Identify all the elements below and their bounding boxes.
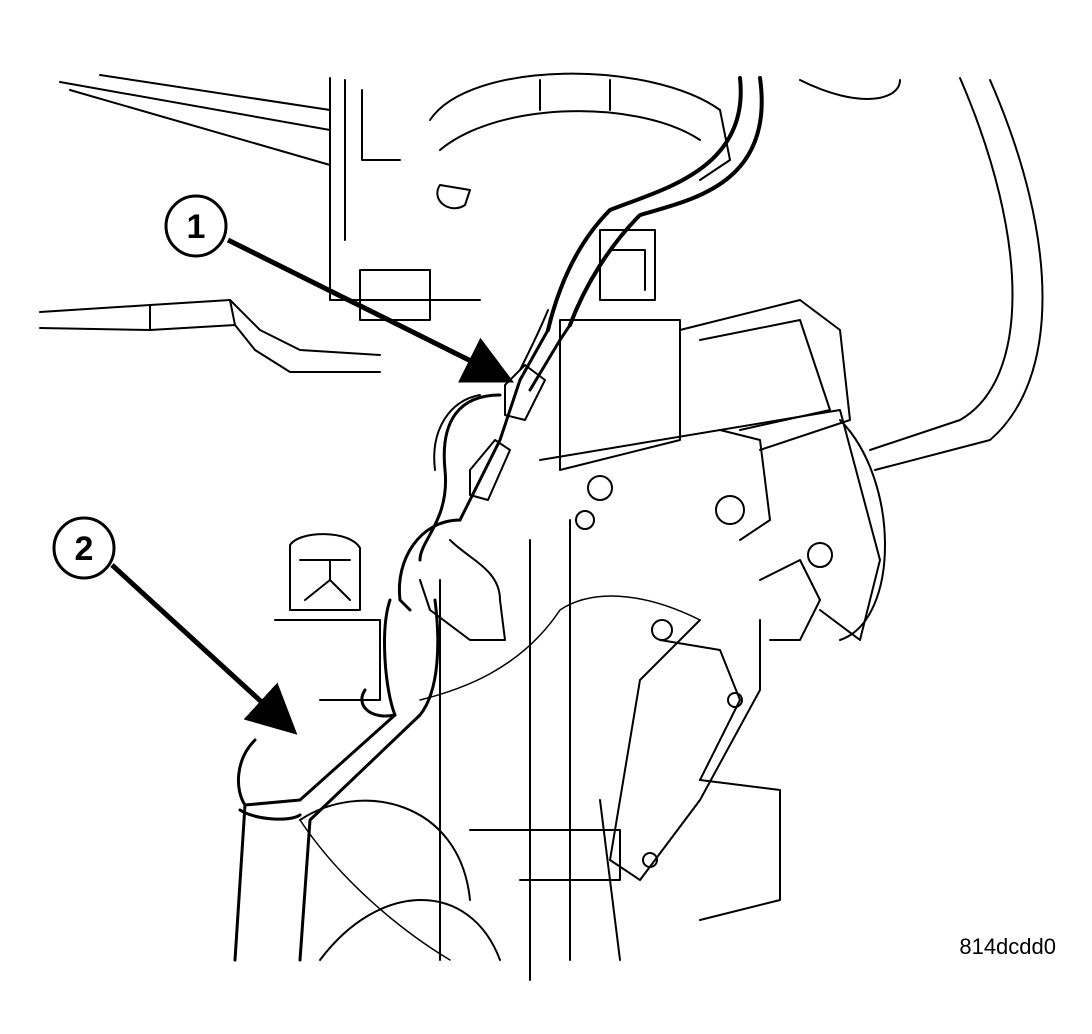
connector-splice: [469, 364, 546, 501]
callout-1: 1: [164, 194, 228, 258]
harness-conduit: [233, 598, 440, 962]
wiring-harness: [233, 76, 764, 962]
callout-1-label: 1: [187, 208, 206, 246]
leader-line-2: [110, 563, 298, 735]
callout-2-label: 2: [75, 530, 94, 568]
leader-line-1: [226, 237, 514, 383]
background-structure: [39, 72, 1044, 981]
callout-2: 2: [52, 516, 116, 580]
figure-code: 814dcdd0: [959, 934, 1056, 959]
